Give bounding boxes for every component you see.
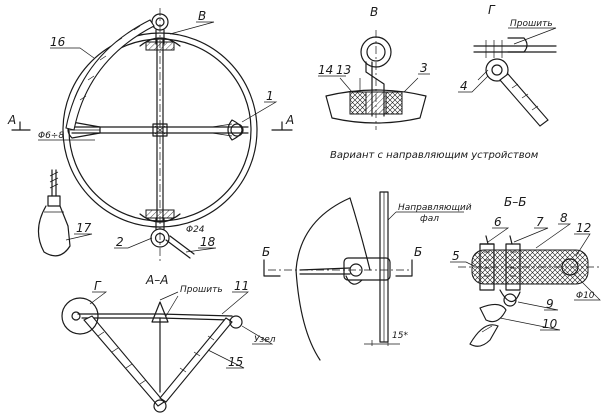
label-6: 6 (494, 215, 502, 229)
label-cut-a-left: А (7, 113, 16, 127)
label-11: 11 (234, 279, 249, 293)
labels-layer: 16 В 1 А А Φ6÷8 Φ24 2 18 17 В 14 13 3 Г … (7, 3, 601, 369)
section-bb (458, 235, 600, 347)
label-cut-a-right: А (285, 113, 294, 127)
label-17: 17 (76, 221, 92, 235)
right-thimble (227, 119, 243, 141)
rope-16 (65, 19, 155, 131)
label-section-aa: А–А (145, 273, 168, 287)
label-cut-b-left: Б (262, 245, 270, 259)
label-variant-caption: Вариант с направляющим устройством (330, 150, 539, 161)
label-18: 18 (200, 235, 216, 249)
label-12: 12 (576, 221, 591, 235)
detail-g (473, 37, 557, 127)
label-1: 1 (266, 89, 274, 103)
label-view-g: Г (488, 3, 496, 17)
label-guide-2: фал (420, 214, 439, 224)
detail-v (325, 30, 427, 130)
rope-vertical (156, 39, 164, 221)
label-view-g-small: Г (94, 279, 102, 293)
label-guide-1: Направляющий (398, 203, 472, 213)
label-7: 7 (536, 215, 544, 229)
label-dia-rope: Φ6÷8 (38, 131, 64, 141)
guide-variant-view (263, 191, 413, 361)
label-stitch-aa: Прошить (180, 285, 223, 295)
label-cut-b-right: Б (414, 245, 422, 259)
label-view-v-main: В (198, 9, 206, 23)
main-ring-view (11, 8, 293, 262)
label-dia-10: Φ10 (576, 291, 595, 301)
label-stitch-g: Прошить (510, 19, 553, 29)
label-4: 4 (460, 79, 468, 93)
label-2: 2 (116, 235, 124, 249)
label-dia-24: Φ24 (186, 225, 205, 235)
label-16: 16 (50, 35, 66, 49)
label-section-bb: Б–Б (504, 195, 526, 209)
label-view-v: В (370, 5, 378, 19)
label-dim-15: 15* (392, 331, 408, 341)
label-8: 8 (560, 211, 568, 225)
label-5: 5 (452, 249, 460, 263)
label-15: 15 (228, 355, 243, 369)
label-3: 3 (420, 61, 428, 75)
label-14: 14 (318, 63, 333, 77)
section-aa (61, 291, 243, 413)
hook-17 (37, 169, 71, 257)
label-13: 13 (336, 63, 351, 77)
label-9: 9 (546, 297, 554, 311)
